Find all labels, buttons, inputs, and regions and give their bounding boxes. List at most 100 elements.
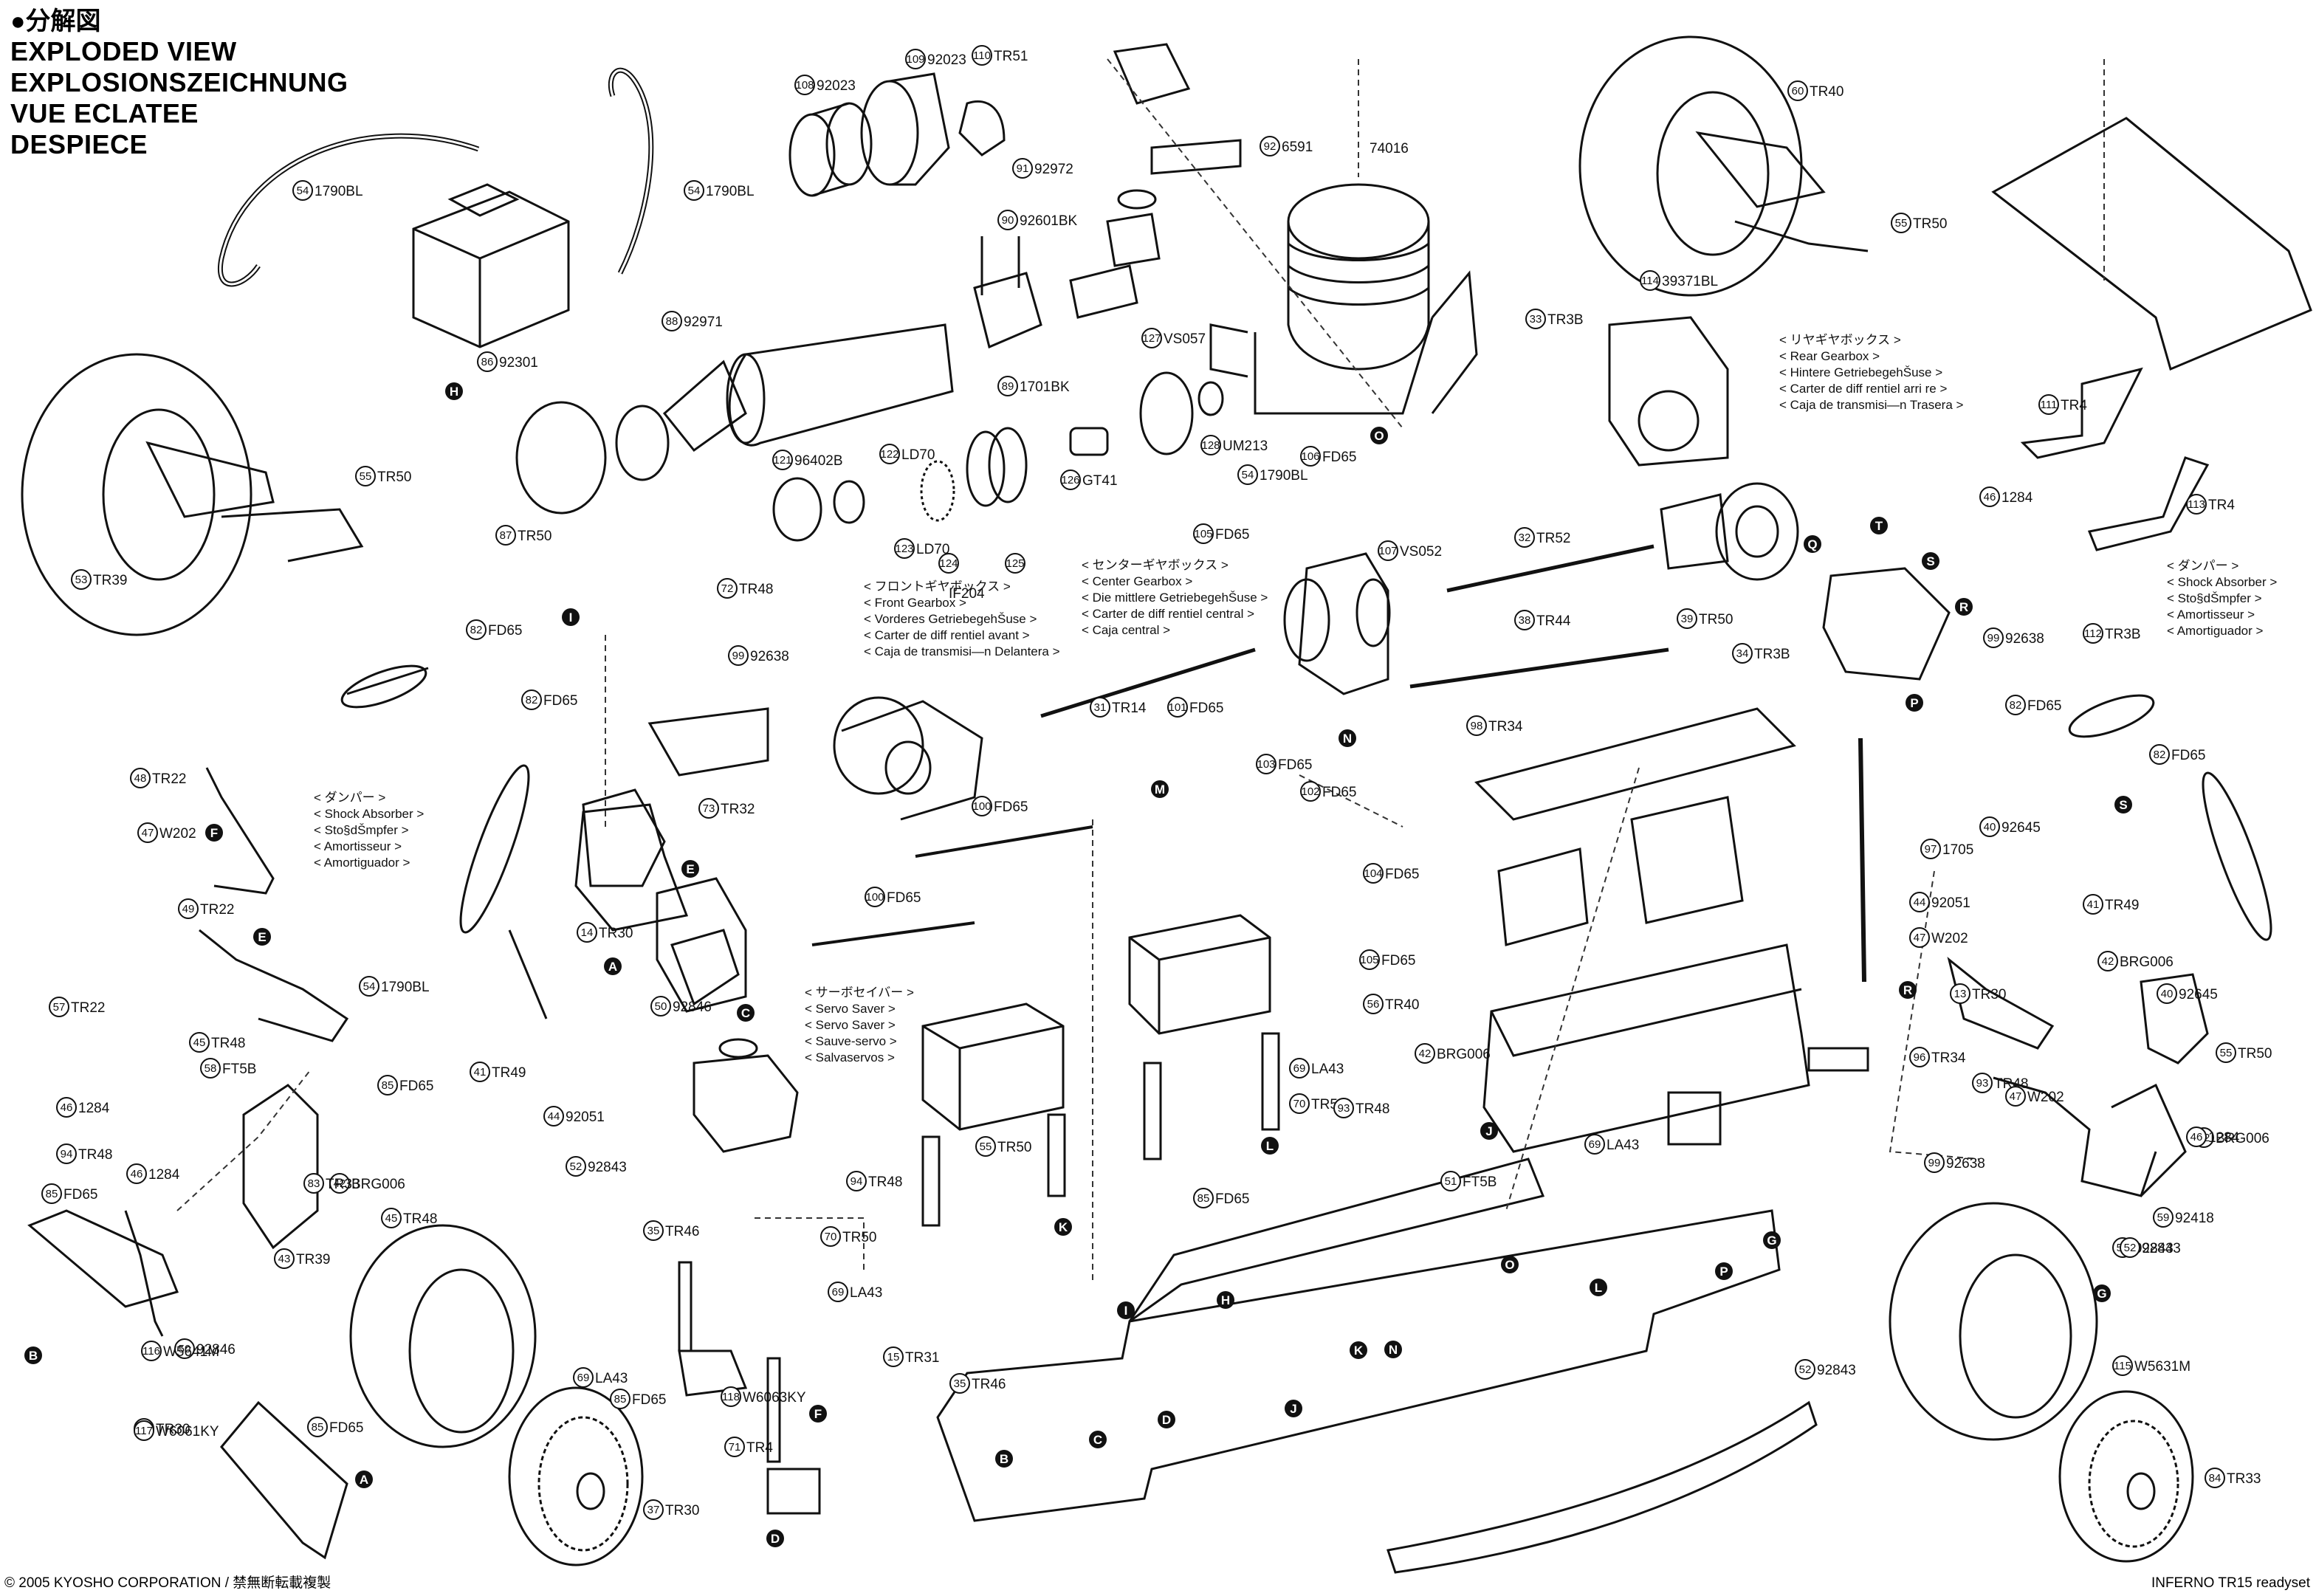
part-number: LA43 <box>1311 1062 1344 1077</box>
callout-number: 53 <box>75 574 88 586</box>
callout-number-circle <box>1090 697 1110 718</box>
part-number: FD65 <box>1189 701 1223 716</box>
connection-marker-dot <box>253 928 271 946</box>
callout-number: 113 <box>2188 498 2205 511</box>
part-number: TR50 <box>377 469 411 485</box>
part-number: FD65 <box>632 1392 666 1408</box>
callout-number-circle <box>972 796 992 816</box>
connection-marker-dot <box>1339 729 1356 747</box>
part-number: TR33 <box>2227 1471 2261 1487</box>
callout-number: 44 <box>548 1110 560 1123</box>
callout-number-circle <box>141 1341 162 1361</box>
group-label-line: < Sto§dŠmpfer > <box>314 823 409 837</box>
connection-marker: A <box>355 1471 373 1488</box>
part-callout: 124 <box>938 553 959 574</box>
callout-number-circle <box>329 1173 350 1194</box>
part-number: TR30 <box>1972 987 2006 1002</box>
connection-marker-dot <box>604 957 622 975</box>
callout-number: 101 <box>1168 701 1186 714</box>
callout-number: 46 <box>2190 1131 2203 1143</box>
callout-number-circle <box>905 49 926 69</box>
part-number: BRG006 <box>2120 954 2174 970</box>
callout-number: 125 <box>1006 557 1024 570</box>
group-label-line: < Sto§dŠmpfer > <box>2167 591 2262 605</box>
callout-number-circle <box>274 1248 295 1269</box>
callout-number: 88 <box>666 315 678 328</box>
callout-number-circle <box>1256 754 1276 774</box>
part-number: TR30 <box>156 1422 190 1437</box>
part-number: TR40 <box>1385 997 1419 1013</box>
callout-number-circle <box>1300 781 1321 802</box>
part-number: FT5B <box>1463 1174 1497 1190</box>
callout-number: 82 <box>2010 699 2022 712</box>
part-number: FD65 <box>488 623 522 639</box>
callout-number-circle <box>610 1389 630 1409</box>
callout-number-circle <box>1237 464 1258 485</box>
callout-number: 99 <box>1928 1157 1941 1169</box>
part-number: TR49 <box>492 1065 526 1081</box>
connection-marker: S <box>1922 552 1939 570</box>
connection-marker: A <box>604 957 622 975</box>
callout-number-circle <box>2216 1042 2236 1063</box>
callout-number-circle <box>521 689 542 710</box>
callout-number-circle <box>1950 983 1970 1004</box>
callout-number: 73 <box>703 802 715 815</box>
callout-number-circle <box>1677 608 1697 629</box>
callout-number: 32 <box>1519 532 1531 544</box>
part-number: BRG006 <box>2216 1131 2269 1146</box>
part-number: 92023 <box>927 52 966 68</box>
callout-number: 93 <box>1976 1077 1989 1090</box>
callout-number: 45 <box>385 1212 398 1225</box>
group-label-line: < Amortiguador > <box>314 856 410 870</box>
connection-marker-dot <box>1350 1341 1367 1359</box>
group-label-line: < Carter de diff rentiel central > <box>1082 607 1254 621</box>
callout-number-circle <box>1141 328 1162 348</box>
callout-number: 123 <box>895 543 913 555</box>
connection-marker: P <box>1715 1262 1733 1280</box>
connection-marker-letter: P <box>1910 696 1918 710</box>
connection-marker: G <box>1763 1231 1781 1249</box>
callout-number: 117 <box>135 1425 153 1437</box>
connection-marker-dot <box>1151 780 1169 798</box>
part-number: TR50 <box>518 529 551 544</box>
part-number: TR30 <box>599 926 633 941</box>
callout-number: 15 <box>887 1351 900 1363</box>
connection-marker-dot <box>205 824 223 842</box>
connection-marker-dot <box>1870 517 1888 534</box>
callout-number-circle <box>1012 158 1033 179</box>
callout-number-circle <box>1167 697 1188 718</box>
callout-number: 69 <box>1293 1062 1306 1075</box>
callout-number: 90 <box>1002 214 1014 227</box>
connection-marker-letter: S <box>2119 798 2127 812</box>
part-number: TR46 <box>972 1377 1006 1392</box>
part-number: FD65 <box>1278 757 1312 773</box>
callout-number: 86 <box>481 356 494 368</box>
callout-number-circle <box>2205 1468 2225 1488</box>
part-number: TR4 <box>2208 498 2235 513</box>
connection-marker-dot <box>681 860 699 878</box>
part-number: TR22 <box>71 1000 105 1016</box>
part-number: TR14 <box>1112 701 1147 716</box>
callout-number-circle <box>56 1143 77 1164</box>
part-number: 1790BL <box>315 184 363 199</box>
assembly-group-label: < サーボセイバー >< Servo Saver >< Servo Saver … <box>805 986 914 1064</box>
part-number: 92846 <box>196 1342 236 1358</box>
callout-number-circle <box>846 1171 867 1191</box>
callout-number-circle <box>1979 486 2000 507</box>
connection-marker: G <box>2093 1284 2111 1302</box>
connection-marker-dot <box>2114 796 2132 814</box>
